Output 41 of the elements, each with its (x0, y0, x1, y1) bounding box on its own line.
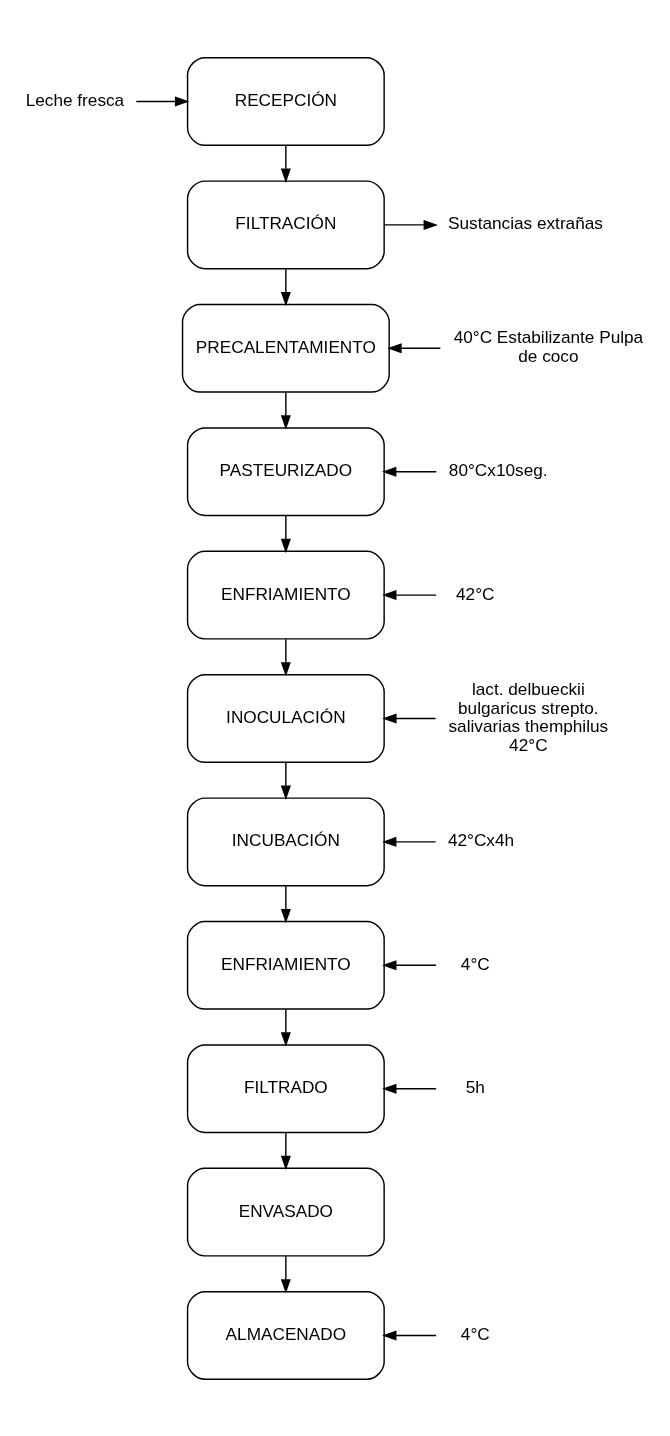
node-box: ENVASADO (186, 1167, 385, 1257)
node-box: ALMACENADO (186, 1290, 385, 1380)
arrow (280, 267, 291, 306)
node-text: Sustancias extrañas (448, 212, 603, 233)
arrow (387, 342, 442, 353)
node-box: FILTRACIÓN (186, 179, 385, 269)
node-text: 5h (465, 1076, 485, 1097)
arrow (382, 712, 437, 724)
node-text: 40°C Estabilizante Pulpa de coco (453, 326, 644, 366)
arrow (382, 1329, 437, 1340)
node-box: ENFRIAMIENTO (186, 920, 385, 1010)
arrow (382, 1083, 437, 1094)
arrow (280, 761, 291, 800)
arrow (383, 219, 438, 230)
node-text: lact. delbueckii bulgaricus strepto. salivarias themphilus 42°C (448, 678, 609, 755)
arrow (280, 884, 291, 923)
node-box: ENFRIAMIENTO (186, 550, 385, 640)
arrow (135, 96, 190, 107)
node-text: 4°C (460, 953, 490, 974)
node-text: 4°C (460, 1323, 490, 1344)
arrow (382, 589, 437, 600)
node-box: FILTRADO (186, 1043, 385, 1133)
arrow (280, 1255, 291, 1294)
arrow (280, 638, 291, 677)
arrow (382, 836, 437, 847)
arrow (280, 391, 291, 430)
arrow (280, 514, 291, 553)
node-box: RECEPCIÓN (186, 56, 385, 146)
node-text: 80°Cx10seg. (448, 459, 548, 480)
node-text: 42°C (456, 583, 495, 604)
node-box: INCUBACIÓN (186, 796, 385, 886)
node-box: INOCULACIÓN (186, 673, 385, 763)
node-box: PASTEURIZADO (186, 426, 385, 516)
arrow (280, 1008, 291, 1047)
node-box: PRECALENTAMIENTO (181, 303, 390, 393)
arrow (382, 466, 437, 477)
arrow (280, 144, 291, 183)
node-text: 42°Cx4h (447, 829, 515, 850)
node-text: Leche fresca (25, 89, 125, 110)
arrow (382, 959, 437, 970)
arrow (280, 1131, 291, 1170)
